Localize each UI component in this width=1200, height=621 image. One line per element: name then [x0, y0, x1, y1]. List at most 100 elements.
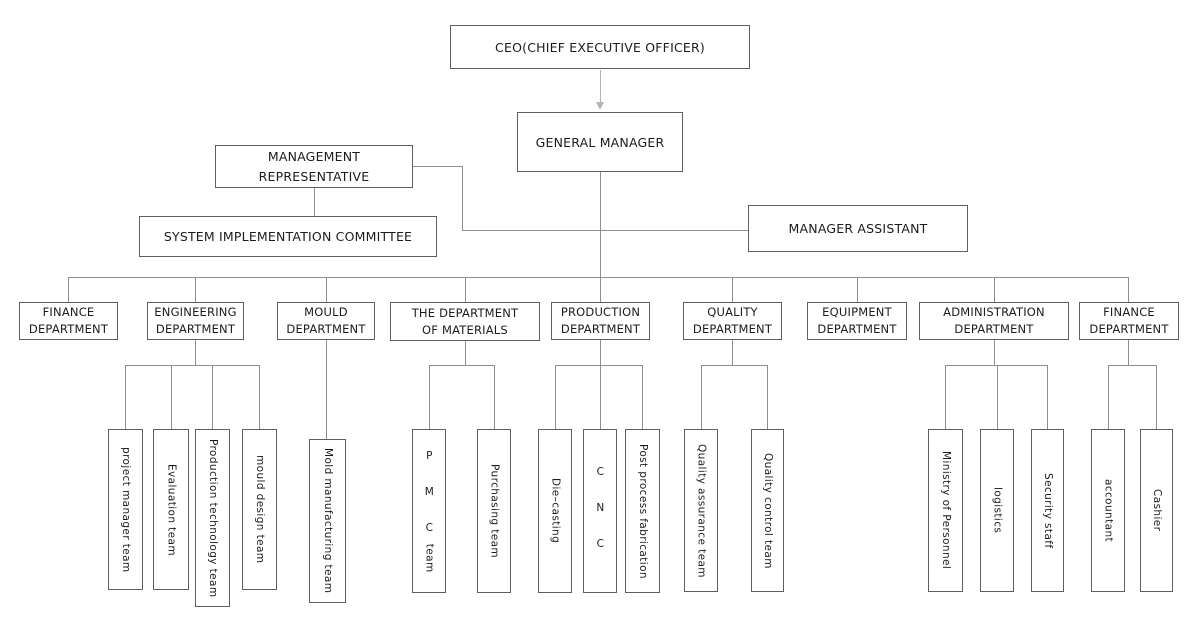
- team-label-text: Purchasing team: [488, 463, 501, 559]
- team-label: Mold manufacturing team: [321, 448, 334, 594]
- connector-line: [326, 340, 327, 439]
- team-label: Production technology team: [206, 438, 219, 598]
- team-box-production-technology-team: Production technology team: [195, 429, 230, 607]
- connector-line: [945, 365, 1048, 366]
- team-label: Cashier: [1151, 489, 1163, 531]
- dept-label: QUALITY DEPARTMENT: [692, 305, 773, 336]
- team-label-text: Quality assurance team: [695, 443, 708, 578]
- dept-box-engineering: ENGINEERING DEPARTMENT: [147, 302, 244, 340]
- team-box-pmc-team: P M C team: [412, 429, 446, 593]
- connector-line: [1047, 365, 1048, 429]
- team-box-accountant: accountant: [1091, 429, 1125, 592]
- dept-box-administration: ADMINISTRATION DEPARTMENT: [919, 302, 1069, 340]
- connector-line: [997, 365, 998, 429]
- team-label: Die–casting: [549, 478, 562, 544]
- team-label: P M C team: [423, 449, 436, 573]
- connector-line: [994, 340, 995, 365]
- connector-line: [314, 188, 315, 216]
- team-label: logistics: [991, 487, 1004, 534]
- connector-line: [857, 277, 858, 302]
- dept-box-equipment: EQUIPMENT DEPARTMENT: [807, 302, 907, 340]
- dept-label: THE DEPARTMENT OF MATERIALS: [411, 305, 519, 337]
- team-label: Quality control team: [762, 453, 774, 569]
- dept-label: ENGINEERING DEPARTMENT: [154, 305, 237, 336]
- connector-line: [1128, 277, 1129, 302]
- connector-line: [462, 166, 463, 231]
- arrow-line: [600, 70, 601, 103]
- team-label-text: Ministry of Personnel: [939, 451, 952, 570]
- connector-line: [642, 365, 643, 429]
- connector-line: [195, 277, 196, 302]
- dept-label: EQUIPMENT DEPARTMENT: [817, 305, 897, 336]
- connector-line: [429, 365, 495, 366]
- team-label: Evaluation team: [165, 464, 177, 556]
- connector-line: [1156, 365, 1157, 429]
- connector-line: [462, 230, 748, 231]
- connector-line: [1108, 365, 1157, 366]
- team-label: Post process fabrication: [637, 444, 649, 579]
- team-label-text: Security staff: [1041, 472, 1054, 549]
- team-box-quality-control-team: Quality control team: [751, 429, 784, 592]
- dept-label: FINANCE DEPARTMENT: [1089, 305, 1169, 336]
- team-label: Quality assurance team: [695, 443, 708, 578]
- team-label: project manager team: [119, 446, 132, 573]
- team-label: accountant: [1102, 478, 1115, 543]
- team-label: mould design team: [254, 455, 266, 563]
- dept-box-mould: MOULD DEPARTMENT: [277, 302, 375, 340]
- connector-line: [994, 277, 995, 302]
- team-label: Purchasing team: [488, 463, 501, 559]
- ceo-box: CEO(CHIEF EXECUTIVE OFFICER): [450, 25, 750, 69]
- dept-label: ADMINISTRATION DEPARTMENT: [943, 305, 1045, 336]
- team-label-upright: P M C: [423, 449, 436, 540]
- system-implementation-committee-box: SYSTEM IMPLEMENTATION COMMITTEE: [139, 216, 437, 257]
- connector-line: [732, 340, 733, 365]
- connector-line: [125, 365, 126, 429]
- connector-line: [701, 365, 702, 429]
- connector-line: [326, 277, 327, 302]
- manager-assistant-label: MANAGER ASSISTANT: [788, 221, 928, 236]
- connector-line: [171, 365, 172, 429]
- connector-line: [68, 277, 1129, 278]
- connector-line: [465, 341, 466, 365]
- team-box-ministry-of-personnel: Ministry of Personnel: [928, 429, 963, 592]
- connector-line: [68, 277, 69, 302]
- team-label-text: team: [423, 539, 436, 573]
- team-label-upright: C N C: [594, 466, 607, 556]
- team-label-text: Production technology team: [206, 438, 219, 598]
- team-label: Ministry of Personnel: [939, 451, 952, 570]
- team-box-project-manager-team: project manager team: [108, 429, 143, 590]
- team-box-purchasing-team: Purchasing team: [477, 429, 511, 593]
- general-manager-label: GENERAL MANAGER: [535, 134, 665, 150]
- manager-assistant-box: MANAGER ASSISTANT: [748, 205, 968, 252]
- team-label: C N C: [594, 466, 607, 556]
- connector-line: [413, 166, 462, 167]
- team-label-text: Die–casting: [549, 478, 562, 544]
- dept-box-finance-1: FINANCE DEPARTMENT: [19, 302, 118, 340]
- ceo-label: CEO(CHIEF EXECUTIVE OFFICER): [495, 39, 705, 55]
- connector-line: [195, 340, 196, 365]
- team-box-cashier: Cashier: [1140, 429, 1173, 592]
- connector-line: [555, 365, 556, 429]
- dept-box-production: PRODUCTION DEPARTMENT: [551, 302, 650, 340]
- dept-box-finance-2: FINANCE DEPARTMENT: [1079, 302, 1179, 340]
- management-representative-label: MANAGEMENT REPRESENTATIVE: [258, 148, 370, 184]
- team-label-text: logistics: [991, 487, 1004, 534]
- team-box-quality-assurance-team: Quality assurance team: [684, 429, 718, 592]
- team-label-text: Mold manufacturing team: [321, 448, 334, 594]
- team-box-evaluation-team: Evaluation team: [153, 429, 189, 590]
- dept-box-quality: QUALITY DEPARTMENT: [683, 302, 782, 340]
- connector-line: [1108, 365, 1109, 429]
- connector-line: [259, 365, 260, 429]
- connector-line: [555, 365, 643, 366]
- team-label-text: project manager team: [119, 446, 132, 573]
- dept-label: FINANCE DEPARTMENT: [28, 305, 109, 336]
- team-box-cnc: C N C: [583, 429, 617, 593]
- connector-line: [429, 365, 430, 429]
- team-box-security-staff: Security staff: [1031, 429, 1064, 592]
- connector-line: [600, 340, 601, 365]
- team-label: Security staff: [1041, 472, 1054, 549]
- connector-line: [600, 365, 601, 429]
- system-implementation-committee-label: SYSTEM IMPLEMENTATION COMMITTEE: [163, 229, 413, 244]
- team-label-text: accountant: [1102, 478, 1115, 543]
- connector-line: [732, 277, 733, 302]
